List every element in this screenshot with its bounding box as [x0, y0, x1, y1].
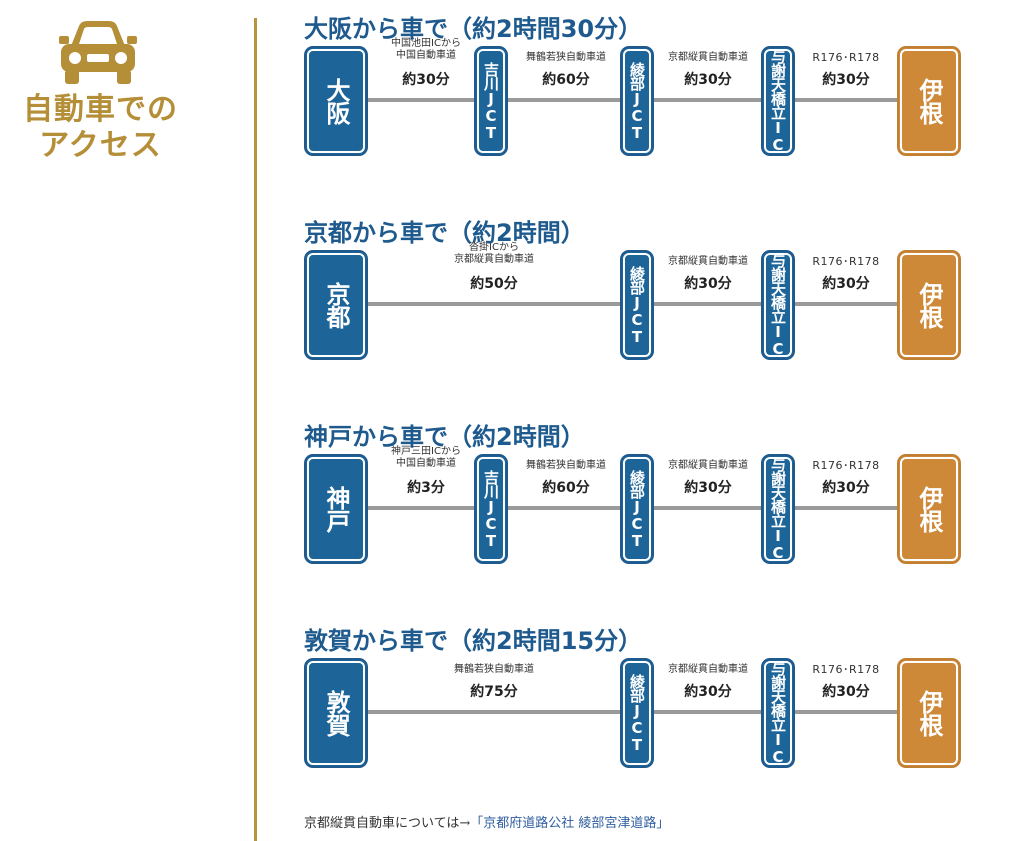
- node-label: 与謝天橋立IC: [769, 661, 787, 765]
- node-yosa-amanohashidate-ic: 与謝天橋立IC: [761, 454, 795, 564]
- segment-road: 京都縦貫自動車道: [668, 52, 748, 63]
- segment-road: 中国池田ICから 中国自動車道: [374, 38, 478, 62]
- segment-time: 約30分: [684, 72, 732, 88]
- segment-road-line2: 中国自動車道: [396, 50, 456, 61]
- segment-time: 約30分: [822, 276, 870, 292]
- node-ayabe-jct: 綾部JCT: [620, 46, 654, 156]
- footer-link-open: 「: [470, 816, 484, 831]
- destination-box: 伊根: [897, 658, 961, 768]
- node-ayabe-jct: 綾部JCT: [620, 250, 654, 360]
- node-yosa-amanohashidate-ic: 与謝天橋立IC: [761, 250, 795, 360]
- segment-road-line1: 神戸三田ICから: [391, 446, 461, 457]
- sidebar-title-line1: 自動車での: [23, 92, 178, 127]
- node-yosa-amanohashidate-ic: 与謝天橋立IC: [761, 46, 795, 156]
- node-label: 吉川JCT: [482, 61, 500, 141]
- node-label: 吉川JCT: [482, 469, 500, 549]
- destination-box: 伊根: [897, 250, 961, 360]
- segment-road: 沓掛ICから 京都縦貫自動車道: [414, 242, 574, 266]
- segment-road: 舞鶴若狭自動車道: [454, 664, 534, 675]
- node-yosa-amanohashidate-ic: 与謝天橋立IC: [761, 658, 795, 768]
- destination-label: 伊根: [915, 282, 943, 328]
- sidebar-title: 自動車での アクセス: [18, 92, 183, 164]
- segment-road-line2: 中国自動車道: [396, 458, 456, 469]
- segment-road-line1: 中国池田ICから: [391, 38, 461, 49]
- segment-road: R176･R178: [812, 51, 880, 64]
- segment-road: 京都縦貫自動車道: [668, 256, 748, 267]
- segment-road-line2: 京都縦貫自動車道: [454, 254, 534, 265]
- route-kyoto: 京都から車で（約2時間） 京都 沓掛ICから 京都縦貫自動車道 約50分 綾部J…: [304, 218, 964, 378]
- node-label: 綾部JCT: [628, 469, 646, 549]
- origin-label: 大阪: [322, 78, 350, 124]
- route-title: 大阪から車で（約2時間30分）: [304, 15, 643, 43]
- segment-road: R176･R178: [812, 663, 880, 676]
- origin-label: 敦賀: [322, 690, 350, 736]
- segment-road: 舞鶴若狭自動車道: [526, 52, 606, 63]
- segment-time: 約50分: [470, 276, 518, 292]
- segment-road: R176･R178: [812, 459, 880, 472]
- segment-time: 約30分: [684, 276, 732, 292]
- origin-box: 大阪: [304, 46, 368, 156]
- destination-box: 伊根: [897, 46, 961, 156]
- segment-time: 約30分: [822, 72, 870, 88]
- segment-time: 約30分: [822, 480, 870, 496]
- node-label: 綾部JCT: [628, 673, 646, 753]
- origin-box: 敦賀: [304, 658, 368, 768]
- node-label: 与謝天橋立IC: [769, 49, 787, 153]
- footer-link-close: 」: [656, 816, 670, 831]
- node-label: 綾部JCT: [628, 61, 646, 141]
- segment-time: 約30分: [822, 684, 870, 700]
- segment-road: R176･R178: [812, 255, 880, 268]
- origin-box: 京都: [304, 250, 368, 360]
- route-kobe: 神戸から車で（約2時間） 神戸 神戸三田ICから 中国自動車道 約3分 吉川JC…: [304, 422, 964, 582]
- segment-time: 約60分: [542, 72, 590, 88]
- car-icon: [59, 21, 137, 84]
- node-ayabe-jct: 綾部JCT: [620, 658, 654, 768]
- segment-road: 舞鶴若狭自動車道: [526, 460, 606, 471]
- node-label: 与謝天橋立IC: [769, 253, 787, 357]
- segment-time: 約3分: [407, 480, 445, 496]
- divider-line: [254, 18, 257, 841]
- segment-time: 約75分: [470, 684, 518, 700]
- route-title: 京都から車で（約2時間）: [304, 219, 585, 247]
- route-tsuruga: 敦賀から車で（約2時間15分） 敦賀 舞鶴若狭自動車道 約75分 綾部JCT 京…: [304, 626, 964, 786]
- node-label: 綾部JCT: [628, 265, 646, 345]
- origin-box: 神戸: [304, 454, 368, 564]
- segment-road-line1: 沓掛ICから: [469, 242, 519, 253]
- footer-text: 京都縦貫自動車については→: [304, 816, 471, 831]
- node-label: 与謝天橋立IC: [769, 457, 787, 561]
- footer-link[interactable]: 「京都府道路公社 綾部宮津道路」: [470, 816, 669, 831]
- destination-label: 伊根: [915, 486, 943, 532]
- origin-label: 京都: [322, 282, 350, 328]
- route-title: 神戸から車で（約2時間）: [304, 423, 585, 451]
- node-yokawa-jct: 吉川JCT: [474, 46, 508, 156]
- route-osaka: 大阪から車で（約2時間30分） 大阪 中国池田ICから 中国自動車道 約30分 …: [304, 14, 964, 174]
- segment-time: 約30分: [684, 480, 732, 496]
- destination-label: 伊根: [915, 78, 943, 124]
- segment-time: 約30分: [402, 72, 450, 88]
- sidebar-title-line2: アクセス: [39, 128, 162, 163]
- segment-road: 神戸三田ICから 中国自動車道: [374, 446, 478, 470]
- node-yokawa-jct: 吉川JCT: [474, 454, 508, 564]
- route-title: 敦賀から車で（約2時間15分）: [304, 627, 643, 655]
- node-ayabe-jct: 綾部JCT: [620, 454, 654, 564]
- destination-label: 伊根: [915, 690, 943, 736]
- origin-label: 神戸: [322, 486, 350, 532]
- segment-road: 京都縦貫自動車道: [668, 460, 748, 471]
- footer-note: 京都縦貫自動車については→「京都府道路公社 綾部宮津道路」: [304, 812, 669, 831]
- segment-time: 約30分: [684, 684, 732, 700]
- destination-box: 伊根: [897, 454, 961, 564]
- segment-road: 京都縦貫自動車道: [668, 664, 748, 675]
- footer-link-text[interactable]: 京都府道路公社 綾部宮津道路: [483, 816, 657, 831]
- segment-time: 約60分: [542, 480, 590, 496]
